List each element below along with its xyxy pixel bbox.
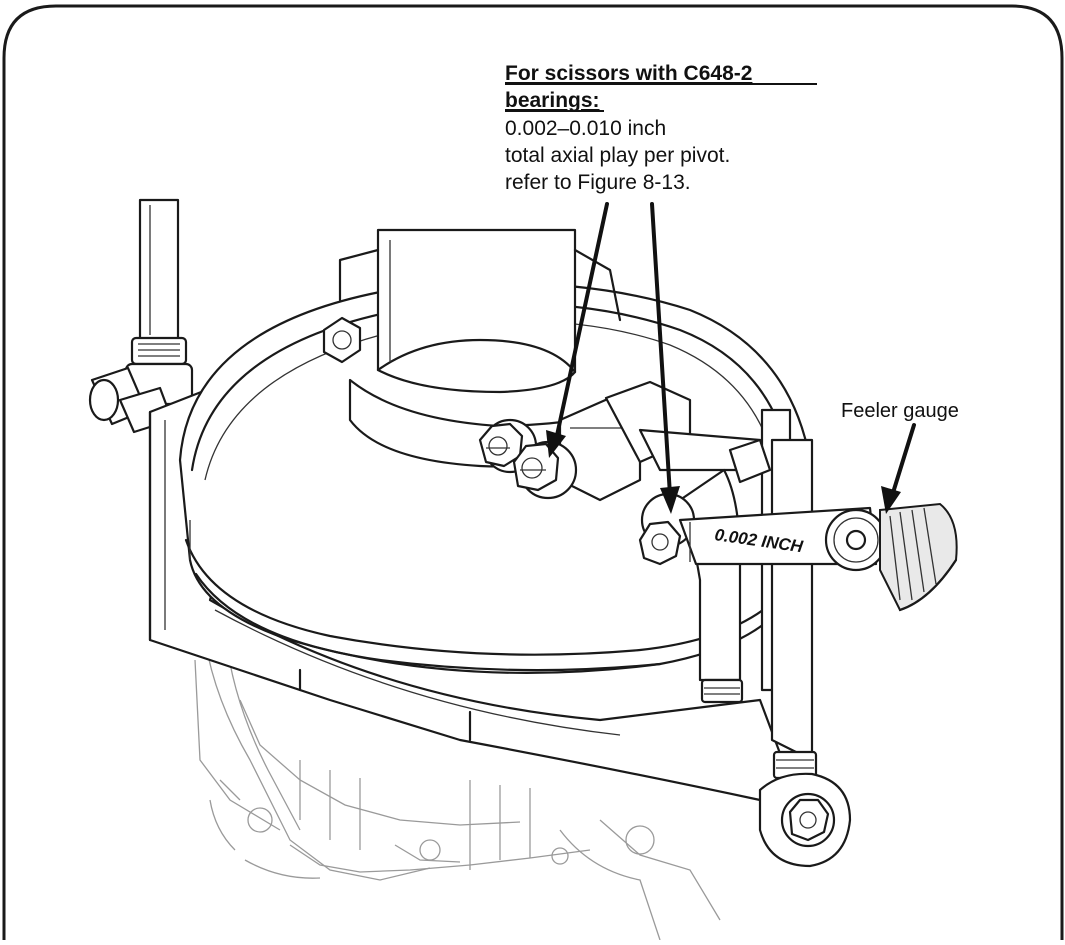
- housing-bolt: [322, 316, 362, 364]
- scissors-upper-pivot: [478, 380, 782, 502]
- left-rod-assembly: [88, 198, 194, 434]
- callout-title-line2: bearings:: [505, 89, 600, 112]
- callout-arrows: [546, 202, 916, 514]
- callout-body-line3: refer to Figure 8-13.: [505, 171, 691, 194]
- feeler-gauge-tool: 0.002 INCH: [678, 502, 958, 612]
- lower-assembly-background: [194, 629, 721, 941]
- callout-title-line1: For scissors with C648-2: [505, 62, 752, 85]
- lower-pivot-bolt: [638, 492, 696, 566]
- callout-body-line1: 0.002–0.010 inch: [505, 117, 666, 140]
- callout-body-line2: total axial play per pivot.: [505, 144, 730, 167]
- callout-text-block: For scissors with C648-2 bearings: 0.002…: [505, 62, 817, 194]
- feeler-gauge-label: Feeler gauge: [841, 400, 959, 422]
- rod-end-eye: [758, 772, 852, 868]
- figure-frame: [2, 4, 1064, 942]
